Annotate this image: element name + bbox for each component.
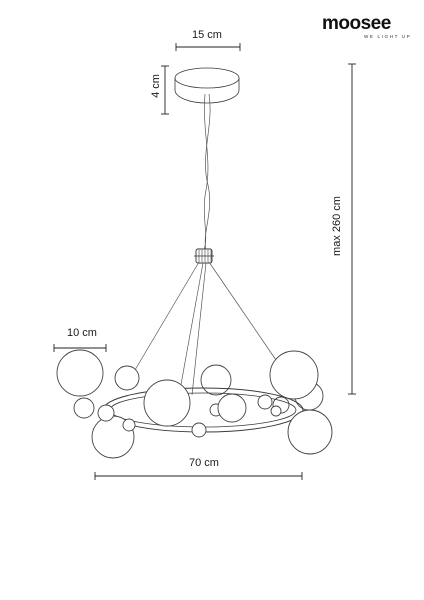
suspension-cable-2: [204, 93, 211, 251]
globe: [73, 397, 95, 419]
globe: [97, 404, 115, 422]
brand-logo: moosee WE LIGHT UP: [322, 13, 411, 39]
support-rod-center: [179, 262, 204, 391]
support-rods: [134, 261, 277, 396]
connector-hub: [194, 248, 214, 264]
ball-diameter-label: 10 cm: [67, 327, 97, 339]
front-globes: [56, 349, 333, 459]
total-diameter-dimension: 70 cm: [94, 457, 303, 480]
canopy-height-dimension: 4 cm: [150, 65, 169, 115]
globe: [200, 364, 232, 396]
max-height-dimension: max 260 cm: [331, 63, 356, 395]
canopy: [174, 67, 240, 104]
support-rod-left: [134, 261, 200, 371]
canopy-width-label: 15 cm: [192, 29, 222, 41]
globe: [270, 405, 282, 417]
globe: [257, 394, 273, 410]
globe: [269, 350, 319, 400]
globe: [287, 409, 333, 455]
globe: [114, 365, 140, 391]
max-height-label: max 260 cm: [331, 196, 343, 256]
globe: [122, 418, 136, 432]
globe: [191, 422, 207, 438]
total-diameter-label: 70 cm: [189, 457, 219, 469]
support-rod-center-2: [191, 262, 207, 396]
globe: [56, 349, 104, 397]
globe: [217, 393, 247, 423]
ball-diameter-dimension: 10 cm: [53, 327, 107, 352]
canopy-width-dimension: 15 cm: [175, 29, 241, 51]
canopy-top: [174, 67, 240, 89]
support-rod-right: [208, 261, 277, 361]
brand-name: moosee: [322, 13, 391, 34]
brand-tagline: WE LIGHT UP: [364, 34, 411, 39]
suspension-cables: [203, 93, 211, 251]
globe: [143, 379, 191, 427]
canopy-height-label: 4 cm: [150, 74, 162, 98]
